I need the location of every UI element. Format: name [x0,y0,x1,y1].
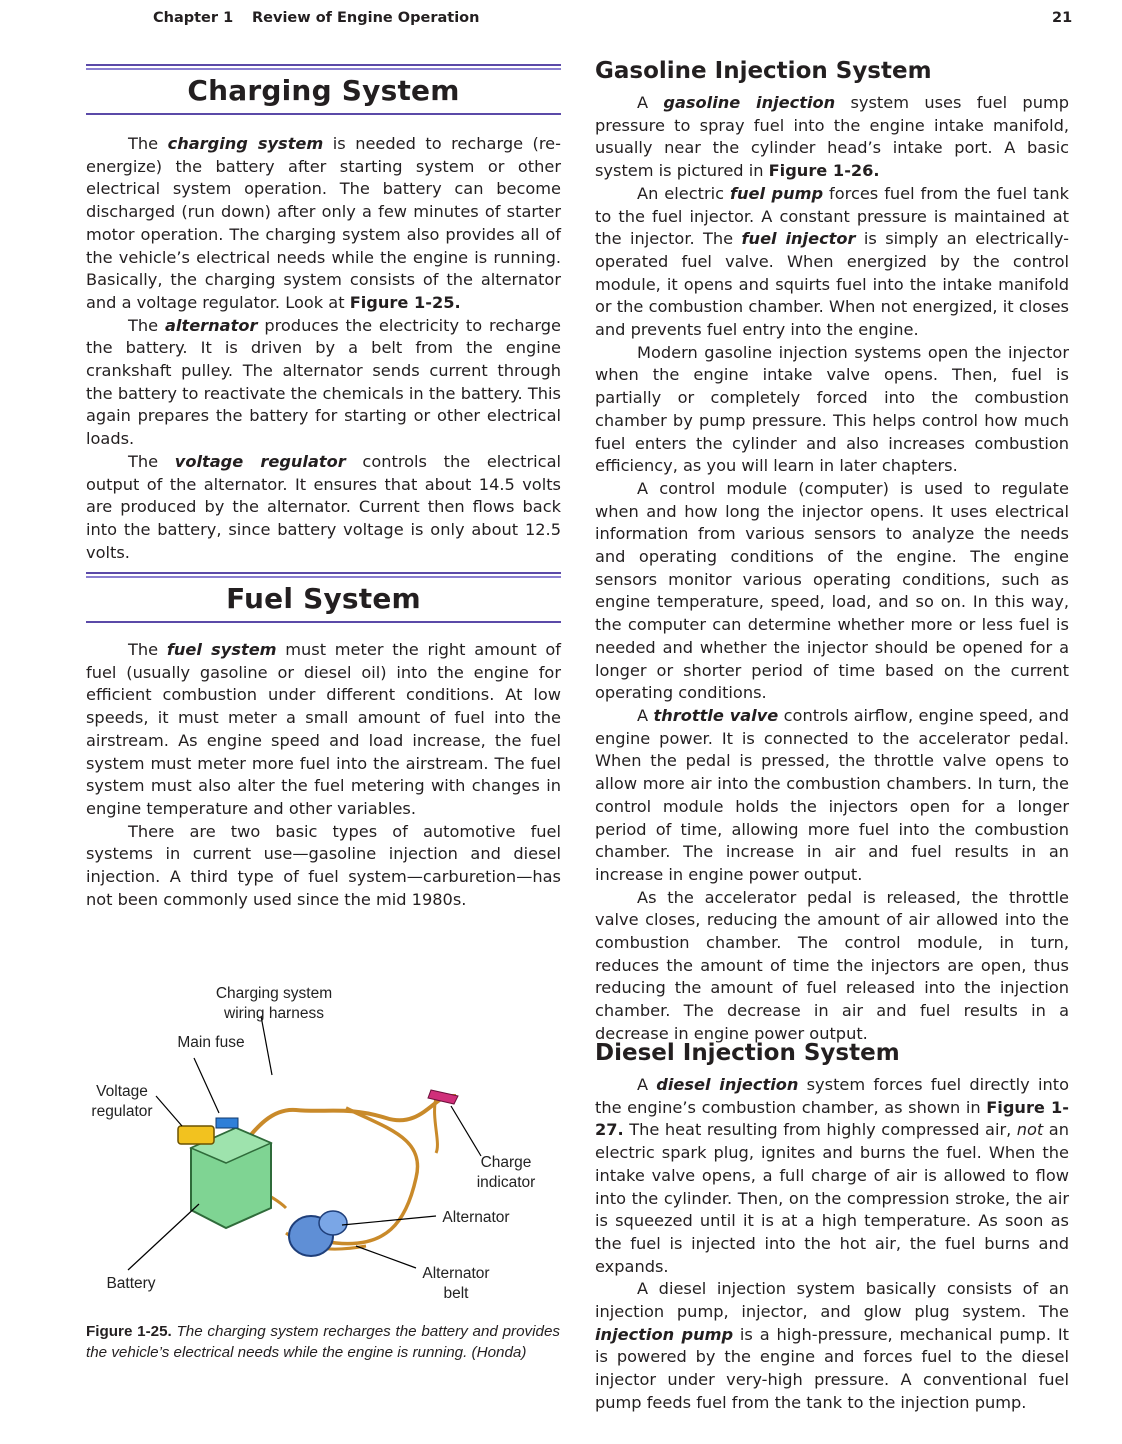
label-charge-indicator: Charge indicator [476,1154,536,1191]
paragraph: A control module (computer) is used to r… [595,478,1069,703]
key-term: voltage regulator [174,451,346,471]
figure-reference: Figure 1-27. [595,1097,1069,1140]
section-title-fuel: Fuel System [226,582,421,615]
gasoline-section: Gasoline Injection System A gasoline inj… [595,58,1069,1046]
running-header: Chapter 1 Review of Engine Operation 21 [0,8,1122,30]
paragraph: A diesel injection system forces fuel di… [595,1075,1069,1276]
diesel-section: Diesel Injection System A diesel injecti… [595,1040,1069,1415]
paragraph: The alternator produces the electricity … [86,315,561,449]
paragraph: An electric fuel pump forces fuel from t… [595,183,1069,340]
section-title-diesel: Diesel Injection System [595,1040,900,1066]
paragraph: The voltage regulator controls the elect… [86,451,561,562]
section-rule-top [86,64,561,70]
figure-number: Figure 1-25. [86,1323,172,1340]
charging-system-illustration [127,1015,482,1271]
key-term: charging system [167,134,324,153]
key-term: fuel system [166,640,277,659]
key-term: diesel injection [656,1075,799,1094]
section-rule-bottom [86,621,561,627]
caption-text: The charging system recharges the batter… [86,1323,560,1361]
paragraph: A gasoline injection system uses fuel pu… [595,93,1069,181]
key-term: throttle valve [653,705,779,725]
key-term: gasoline injection [663,93,836,112]
key-term: alternator [164,315,258,335]
label-alternator-belt: Alternator belt [422,1265,490,1302]
paragraph: A throttle valve controls airflow, engin… [595,705,1069,884]
paragraph: Modern gasoline injection systems open t… [595,342,1069,476]
chapter-number: Chapter 1 [153,10,234,26]
section-title-charging: Charging System [187,74,460,107]
chapter-title: Review of Engine Operation [252,10,480,26]
page-number: 21 [1052,10,1073,26]
section-rule-top [86,572,561,578]
key-term: fuel injector [741,229,856,249]
label-battery: Battery [106,1275,156,1292]
fuel-section: Fuel System The fuel system must meter t… [86,572,561,911]
figure-reference: Figure 1-25. [349,292,461,312]
section-title-gasoline: Gasoline Injection System [595,58,932,84]
key-term: injection pump [595,1324,734,1344]
paragraph: The charging system is needed to recharg… [86,134,561,312]
label-alternator: Alternator [442,1209,510,1226]
key-term: fuel pump [729,183,824,203]
figure-caption: Figure 1-25. The charging system recharg… [86,1322,560,1363]
paragraph: A diesel injection system basically cons… [595,1279,1069,1412]
paragraph: The fuel system must meter the right amo… [86,640,561,818]
charging-section: Charging System The charging system is n… [86,64,561,564]
paragraph: As the accelerator pedal is released, th… [595,887,1069,1043]
label-wiring-harness: Charging system wiring harness [215,985,333,1022]
label-main-fuse: Main fuse [177,1034,245,1051]
emphasis: not [1016,1120,1044,1140]
section-rule-bottom [86,113,561,119]
label-voltage-regulator: Voltage regulator [91,1083,153,1120]
paragraph: There are two basic types of automotive … [86,821,561,909]
figure-charging-system: Charging system wiring harness Main fuse… [86,978,564,1318]
figure-reference: Figure 1-26. [768,161,880,181]
